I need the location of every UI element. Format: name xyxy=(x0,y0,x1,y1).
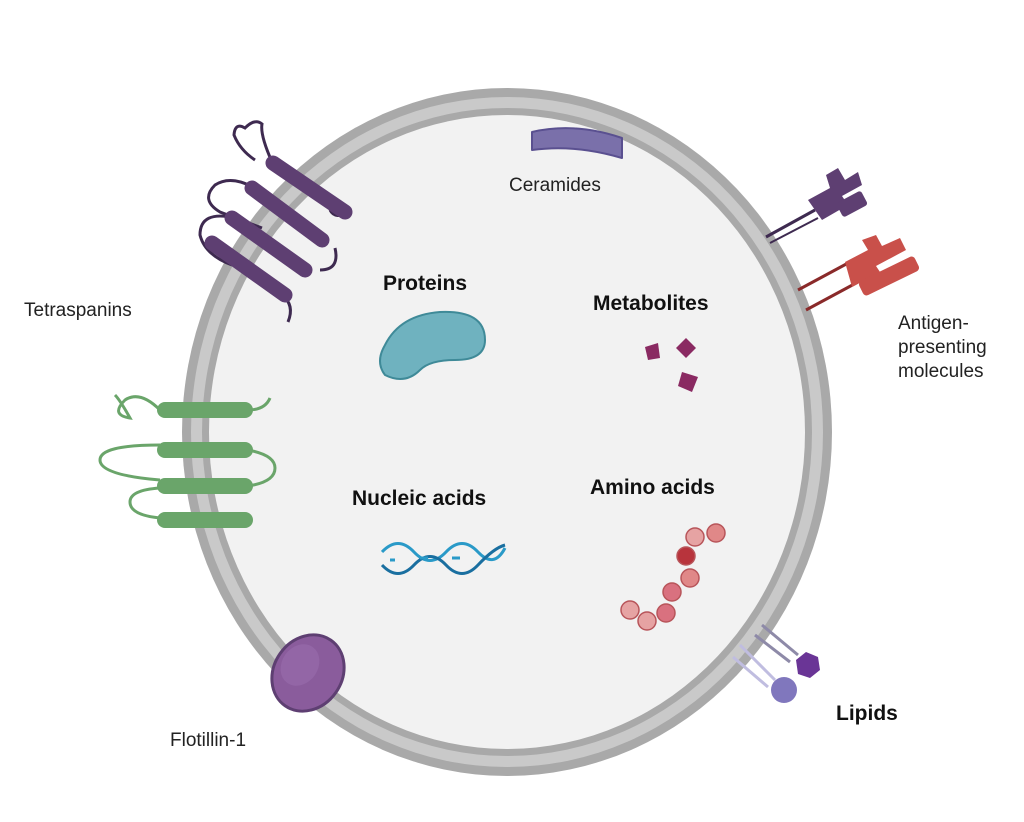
ceramide-shape xyxy=(531,127,623,159)
exosome-membrane xyxy=(182,88,832,776)
dna-icon xyxy=(380,542,507,575)
label-amino-acids: Amino acids xyxy=(590,476,715,499)
green-protein-icon xyxy=(98,393,277,528)
antigen-presenting-icon xyxy=(765,168,920,312)
label-antigen-line2: presenting xyxy=(898,337,987,358)
amino-acids-icon xyxy=(620,523,726,631)
label-nucleic-acids: Nucleic acids xyxy=(352,487,487,510)
flotillin-icon xyxy=(270,633,346,713)
label-proteins: Proteins xyxy=(383,272,468,295)
label-flotillin: Flotillin-1 xyxy=(170,730,247,751)
label-antigen-line1: Antigen- xyxy=(898,313,969,334)
lipids-icon xyxy=(732,623,820,703)
label-ceramides: Ceramides xyxy=(509,175,601,196)
protein-blob-icon xyxy=(379,310,487,380)
label-antigen-presenting: Antigen- presenting molecules xyxy=(898,312,987,384)
label-lipids: Lipids xyxy=(836,702,898,725)
label-tetraspanins: Tetraspanins xyxy=(24,300,132,321)
label-metabolites: Metabolites xyxy=(593,292,709,315)
label-antigen-line3: molecules xyxy=(898,361,984,382)
metabolites-icon xyxy=(645,338,698,392)
tetraspanin-icon xyxy=(198,120,353,323)
